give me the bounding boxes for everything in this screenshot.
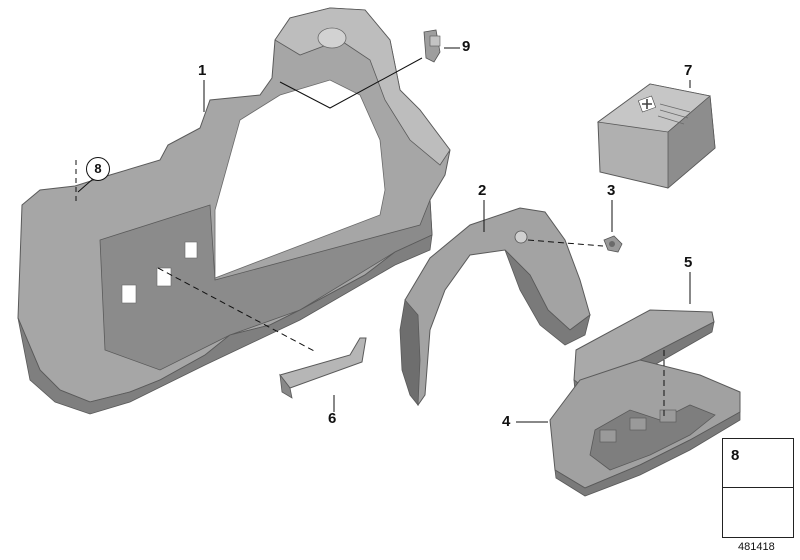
wheel-arch-cover xyxy=(399,207,591,407)
storage-tray xyxy=(549,359,741,497)
leader-part-8 xyxy=(77,177,95,193)
callout-part-9: 9 xyxy=(462,38,471,55)
diagram-id: 481418 xyxy=(738,541,775,553)
first-aid-kit xyxy=(596,83,716,189)
callout-part-4: 4 xyxy=(502,413,511,430)
callout-part-7: 7 xyxy=(684,62,693,79)
leader-part-9-branch xyxy=(279,57,423,109)
callout-part-3: 3 xyxy=(607,182,616,199)
callout-part-2: 2 xyxy=(478,182,487,199)
legend-part-number: 8 xyxy=(731,447,740,464)
legend-box: 8 xyxy=(722,438,794,538)
cover-plate xyxy=(279,337,367,399)
clip-part xyxy=(603,235,623,253)
legend-divider xyxy=(723,487,793,488)
trunk-side-trim-panel xyxy=(17,7,451,415)
callout-part-8-circled: 8 xyxy=(86,157,110,181)
callout-part-6: 6 xyxy=(328,410,337,427)
callout-part-5: 5 xyxy=(684,254,693,271)
retaining-clip-part xyxy=(423,29,441,63)
callout-part-1: 1 xyxy=(198,62,207,79)
dashed-line-part-3 xyxy=(527,239,604,247)
leader-lines xyxy=(75,47,691,423)
